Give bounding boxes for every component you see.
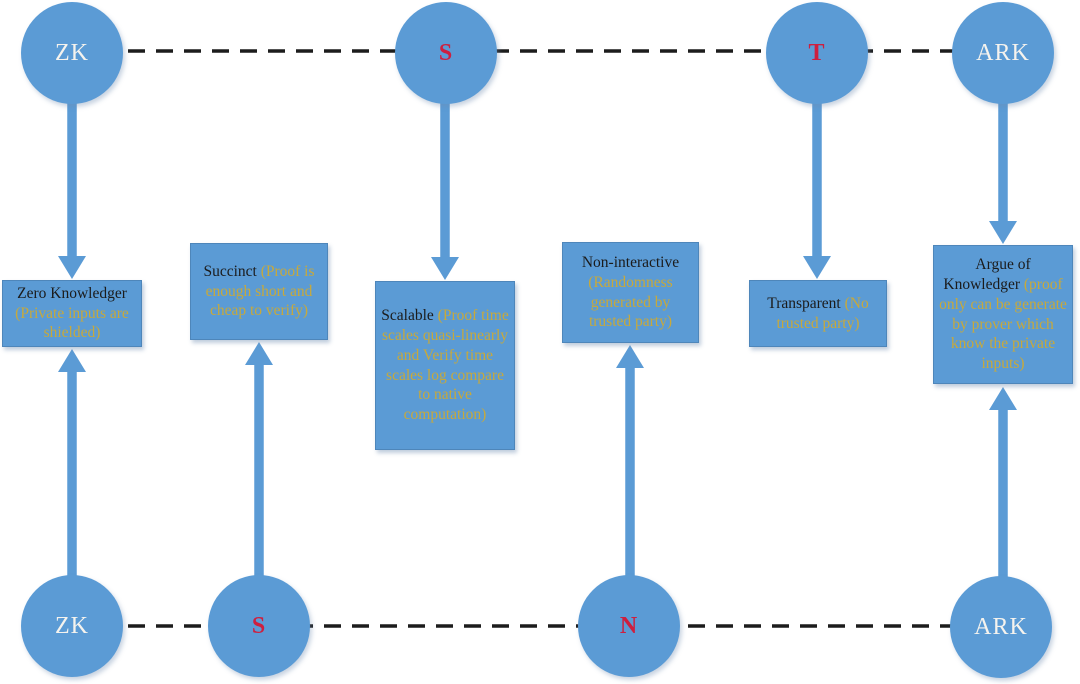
circle-top-zk-label: ZK <box>55 39 89 66</box>
circle-top-t: T <box>766 2 868 104</box>
circle-bottom-s: S <box>208 575 310 677</box>
box-non-interactive-term: Non-interactive <box>581 253 680 271</box>
box-scalable-term: Scalable <box>381 307 434 325</box>
box-non-interactive-text: Non-interactive (Randomness generated by… <box>568 253 693 332</box>
circle-top-t-label: T <box>808 39 826 66</box>
box-zero-knowledge: Zero Knowledger (Private inputs are shie… <box>2 280 142 347</box>
box-argue-of-knowledge: Argue of Knowledger (proof only can be g… <box>933 245 1073 384</box>
box-transparent: Transparent (No trusted party) <box>749 280 887 347</box>
circle-top-s-label: S <box>438 39 454 66</box>
box-succinct-text: Succinct (Proof is enough short and chea… <box>196 262 322 321</box>
box-transparent-text: Transparent (No trusted party) <box>755 294 881 334</box>
arrow-top-t-to-transparent <box>803 98 831 279</box>
circle-bottom-n: N <box>578 575 680 677</box>
arrow-top-ark-to-box <box>989 98 1017 244</box>
box-scalable-text: Scalable (Proof time scales quasi-linear… <box>381 306 509 425</box>
circle-top-s: S <box>395 2 497 104</box>
arrow-bottom-ark-to-box <box>989 387 1017 580</box>
circle-top-ark-label: ARK <box>976 39 1030 66</box>
box-argue-of-knowledge-text: Argue of Knowledger (proof only can be g… <box>939 255 1067 374</box>
box-zero-knowledge-desc: (Private inputs are shielded) <box>15 304 129 342</box>
circle-bottom-ark: ARK <box>950 576 1052 678</box>
box-succinct: Succinct (Proof is enough short and chea… <box>190 243 328 340</box>
box-scalable: Scalable (Proof time scales quasi-linear… <box>375 281 515 450</box>
arrow-top-s-to-scalable <box>431 98 459 280</box>
circle-top-ark: ARK <box>952 2 1054 104</box>
box-scalable-desc: (Proof time scales quasi-linearly and Ve… <box>381 307 509 424</box>
box-non-interactive-desc: (Randomness generated by trusted party) <box>588 273 673 331</box>
box-argue-of-knowledge-desc: (proof only can be generate by prover wh… <box>939 275 1067 373</box>
arrow-bottom-zk-to-box <box>58 349 86 580</box>
arrow-bottom-n-to-noninteractive <box>616 345 644 580</box>
arrow-bottom-s-to-succinct <box>245 342 273 580</box>
box-succinct-term: Succinct <box>203 262 257 280</box>
box-transparent-desc: (No trusted party) <box>776 294 869 332</box>
box-succinct-desc: (Proof is enough short and cheap to veri… <box>205 262 315 320</box>
arrow-top-zk-to-box <box>58 98 86 279</box>
circle-top-zk: ZK <box>21 2 123 104</box>
box-transparent-term: Transparent <box>767 294 841 312</box>
circle-bottom-ark-label: ARK <box>974 613 1028 640</box>
circle-bottom-zk: ZK <box>21 575 123 677</box>
circle-bottom-s-label: S <box>251 612 267 639</box>
circle-bottom-n-label: N <box>619 612 639 639</box>
box-non-interactive: Non-interactive (Randomness generated by… <box>562 242 699 343</box>
box-argue-of-knowledge-term: Argue of Knowledger <box>943 256 1031 293</box>
box-zero-knowledge-term: Zero Knowledger <box>17 284 127 302</box>
box-zero-knowledge-text: Zero Knowledger (Private inputs are shie… <box>8 284 136 343</box>
circle-bottom-zk-label: ZK <box>55 612 89 639</box>
